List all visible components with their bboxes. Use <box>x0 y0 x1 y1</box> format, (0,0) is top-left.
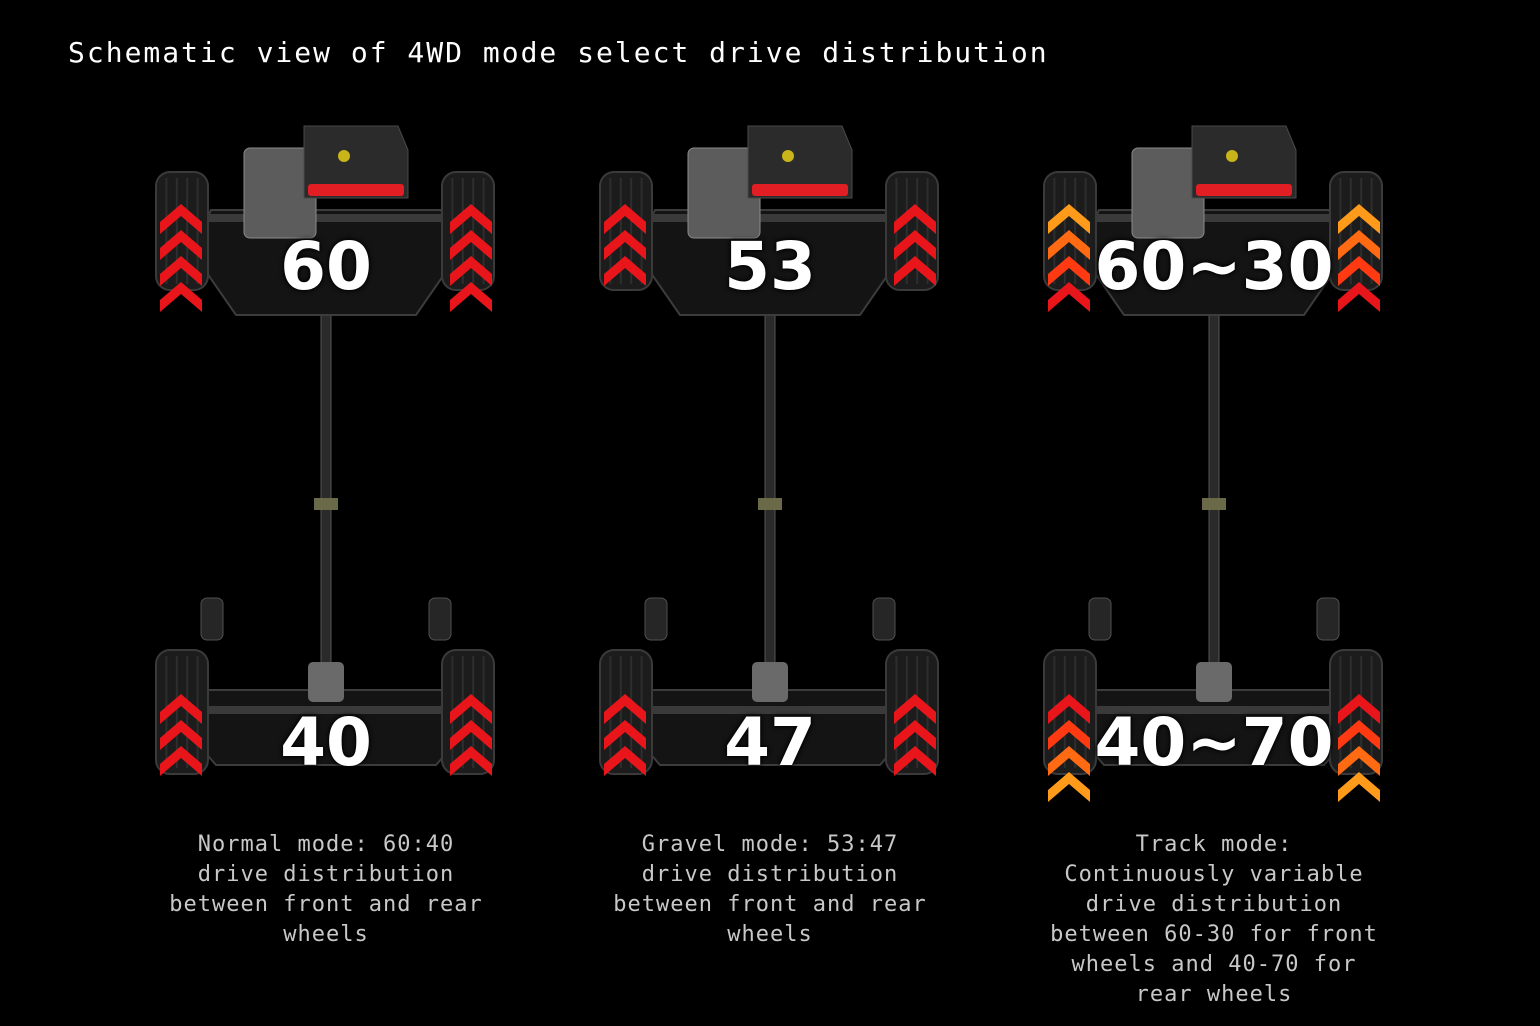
chevron-arrow <box>1338 256 1380 286</box>
chevron-arrow <box>1338 204 1380 234</box>
mode-caption: Normal mode: 60:40 drive distribution be… <box>169 832 483 947</box>
shaft-joint <box>758 498 782 510</box>
engine-cover <box>747 125 853 199</box>
rear-shock <box>428 597 452 641</box>
rear-differential <box>308 662 344 702</box>
chevron-arrow <box>1338 230 1380 260</box>
chassis-diagram <box>599 125 939 776</box>
chevron-arrow <box>1048 772 1090 802</box>
chevron-arrow <box>450 694 492 724</box>
chevron-arrow <box>160 230 202 260</box>
torque-arrows <box>1048 204 1090 312</box>
rear-ratio: 40~70 <box>1094 704 1334 781</box>
torque-arrows <box>604 204 646 286</box>
chevron-arrow <box>1338 694 1380 724</box>
chevron-arrow <box>1048 720 1090 750</box>
chevron-arrow <box>160 282 202 312</box>
chevron-arrow <box>604 694 646 724</box>
chevron-arrow <box>160 694 202 724</box>
torque-arrows <box>160 694 202 776</box>
shaft-joint <box>314 498 338 510</box>
chevron-arrow <box>450 746 492 776</box>
chevron-arrow <box>450 720 492 750</box>
torque-arrows <box>450 694 492 776</box>
rear-ratio: 40 <box>280 704 372 781</box>
chevron-arrow <box>450 282 492 312</box>
panel-normal-mode: 60 40 Normal mode: 60:40 drive distribut… <box>116 110 536 1026</box>
chevron-arrow <box>604 204 646 234</box>
front-ratio: 53 <box>724 228 816 305</box>
torque-arrows <box>1048 694 1090 802</box>
torque-arrows <box>450 204 492 312</box>
chevron-arrow <box>604 746 646 776</box>
chevron-arrow <box>1048 694 1090 724</box>
chevron-arrow <box>1338 772 1380 802</box>
mode-caption: Track mode: Continuously variable drive … <box>1050 832 1378 1007</box>
chevron-arrow <box>160 204 202 234</box>
chevron-arrow <box>894 256 936 286</box>
engine-emblem <box>782 150 794 162</box>
torque-arrows <box>160 204 202 312</box>
chevron-arrow <box>160 256 202 286</box>
chevron-arrow <box>1338 720 1380 750</box>
shaft-joint <box>1202 498 1226 510</box>
rear-differential <box>752 662 788 702</box>
chevron-arrow <box>450 204 492 234</box>
rear-shock <box>1088 597 1112 641</box>
panel-gravel-mode: 53 47 Gravel mode: 53:47 drive distribut… <box>560 110 980 1026</box>
chevron-arrow <box>604 230 646 260</box>
chevron-arrow <box>604 256 646 286</box>
drive-shaft <box>1208 299 1220 681</box>
panel-track-mode: 60~30 40~70 Track mode: Continuously var… <box>1004 110 1424 1026</box>
chevron-arrow <box>160 720 202 750</box>
rear-ratio: 47 <box>724 704 816 781</box>
tire-body <box>885 171 939 291</box>
engine-accent <box>1196 184 1292 196</box>
rear-shock <box>872 597 896 641</box>
chevron-arrow <box>1048 204 1090 234</box>
drive-shaft <box>764 299 776 681</box>
chevron-arrow <box>1338 282 1380 312</box>
front-ratio: 60 <box>280 228 372 305</box>
chevron-arrow <box>450 256 492 286</box>
chevron-arrow <box>1048 230 1090 260</box>
chevron-arrow <box>894 720 936 750</box>
engine-cover <box>1191 125 1297 199</box>
torque-arrows <box>894 694 936 776</box>
engine-accent <box>308 184 404 196</box>
chevron-arrow <box>1048 282 1090 312</box>
torque-arrows <box>894 204 936 286</box>
engine-emblem <box>1226 150 1238 162</box>
rear-shock <box>200 597 224 641</box>
engine-emblem <box>338 150 350 162</box>
engine-cover <box>303 125 409 199</box>
chassis-diagram <box>155 125 495 776</box>
engine <box>243 125 409 239</box>
torque-arrows <box>1338 204 1380 312</box>
chevron-arrow <box>1048 746 1090 776</box>
mode-caption: Gravel mode: 53:47 drive distribution be… <box>613 832 927 947</box>
engine <box>1131 125 1297 239</box>
page-title: Schematic view of 4WD mode select drive … <box>68 36 1049 69</box>
rear-differential <box>1196 662 1232 702</box>
chevron-arrow <box>604 720 646 750</box>
chassis-diagram <box>1043 125 1383 802</box>
chevron-arrow <box>894 694 936 724</box>
chevron-arrow <box>1048 256 1090 286</box>
rear-shock <box>644 597 668 641</box>
torque-arrows <box>1338 694 1380 802</box>
drive-shaft <box>320 299 332 681</box>
front-ratio: 60~30 <box>1094 228 1334 305</box>
chevron-arrow <box>450 230 492 260</box>
chevron-arrow <box>894 204 936 234</box>
chevron-arrow <box>1338 746 1380 776</box>
chevron-arrow <box>160 746 202 776</box>
engine <box>687 125 853 239</box>
torque-arrows <box>604 694 646 776</box>
chevron-arrow <box>894 746 936 776</box>
rear-shock <box>1316 597 1340 641</box>
chevron-arrow <box>894 230 936 260</box>
engine-accent <box>752 184 848 196</box>
